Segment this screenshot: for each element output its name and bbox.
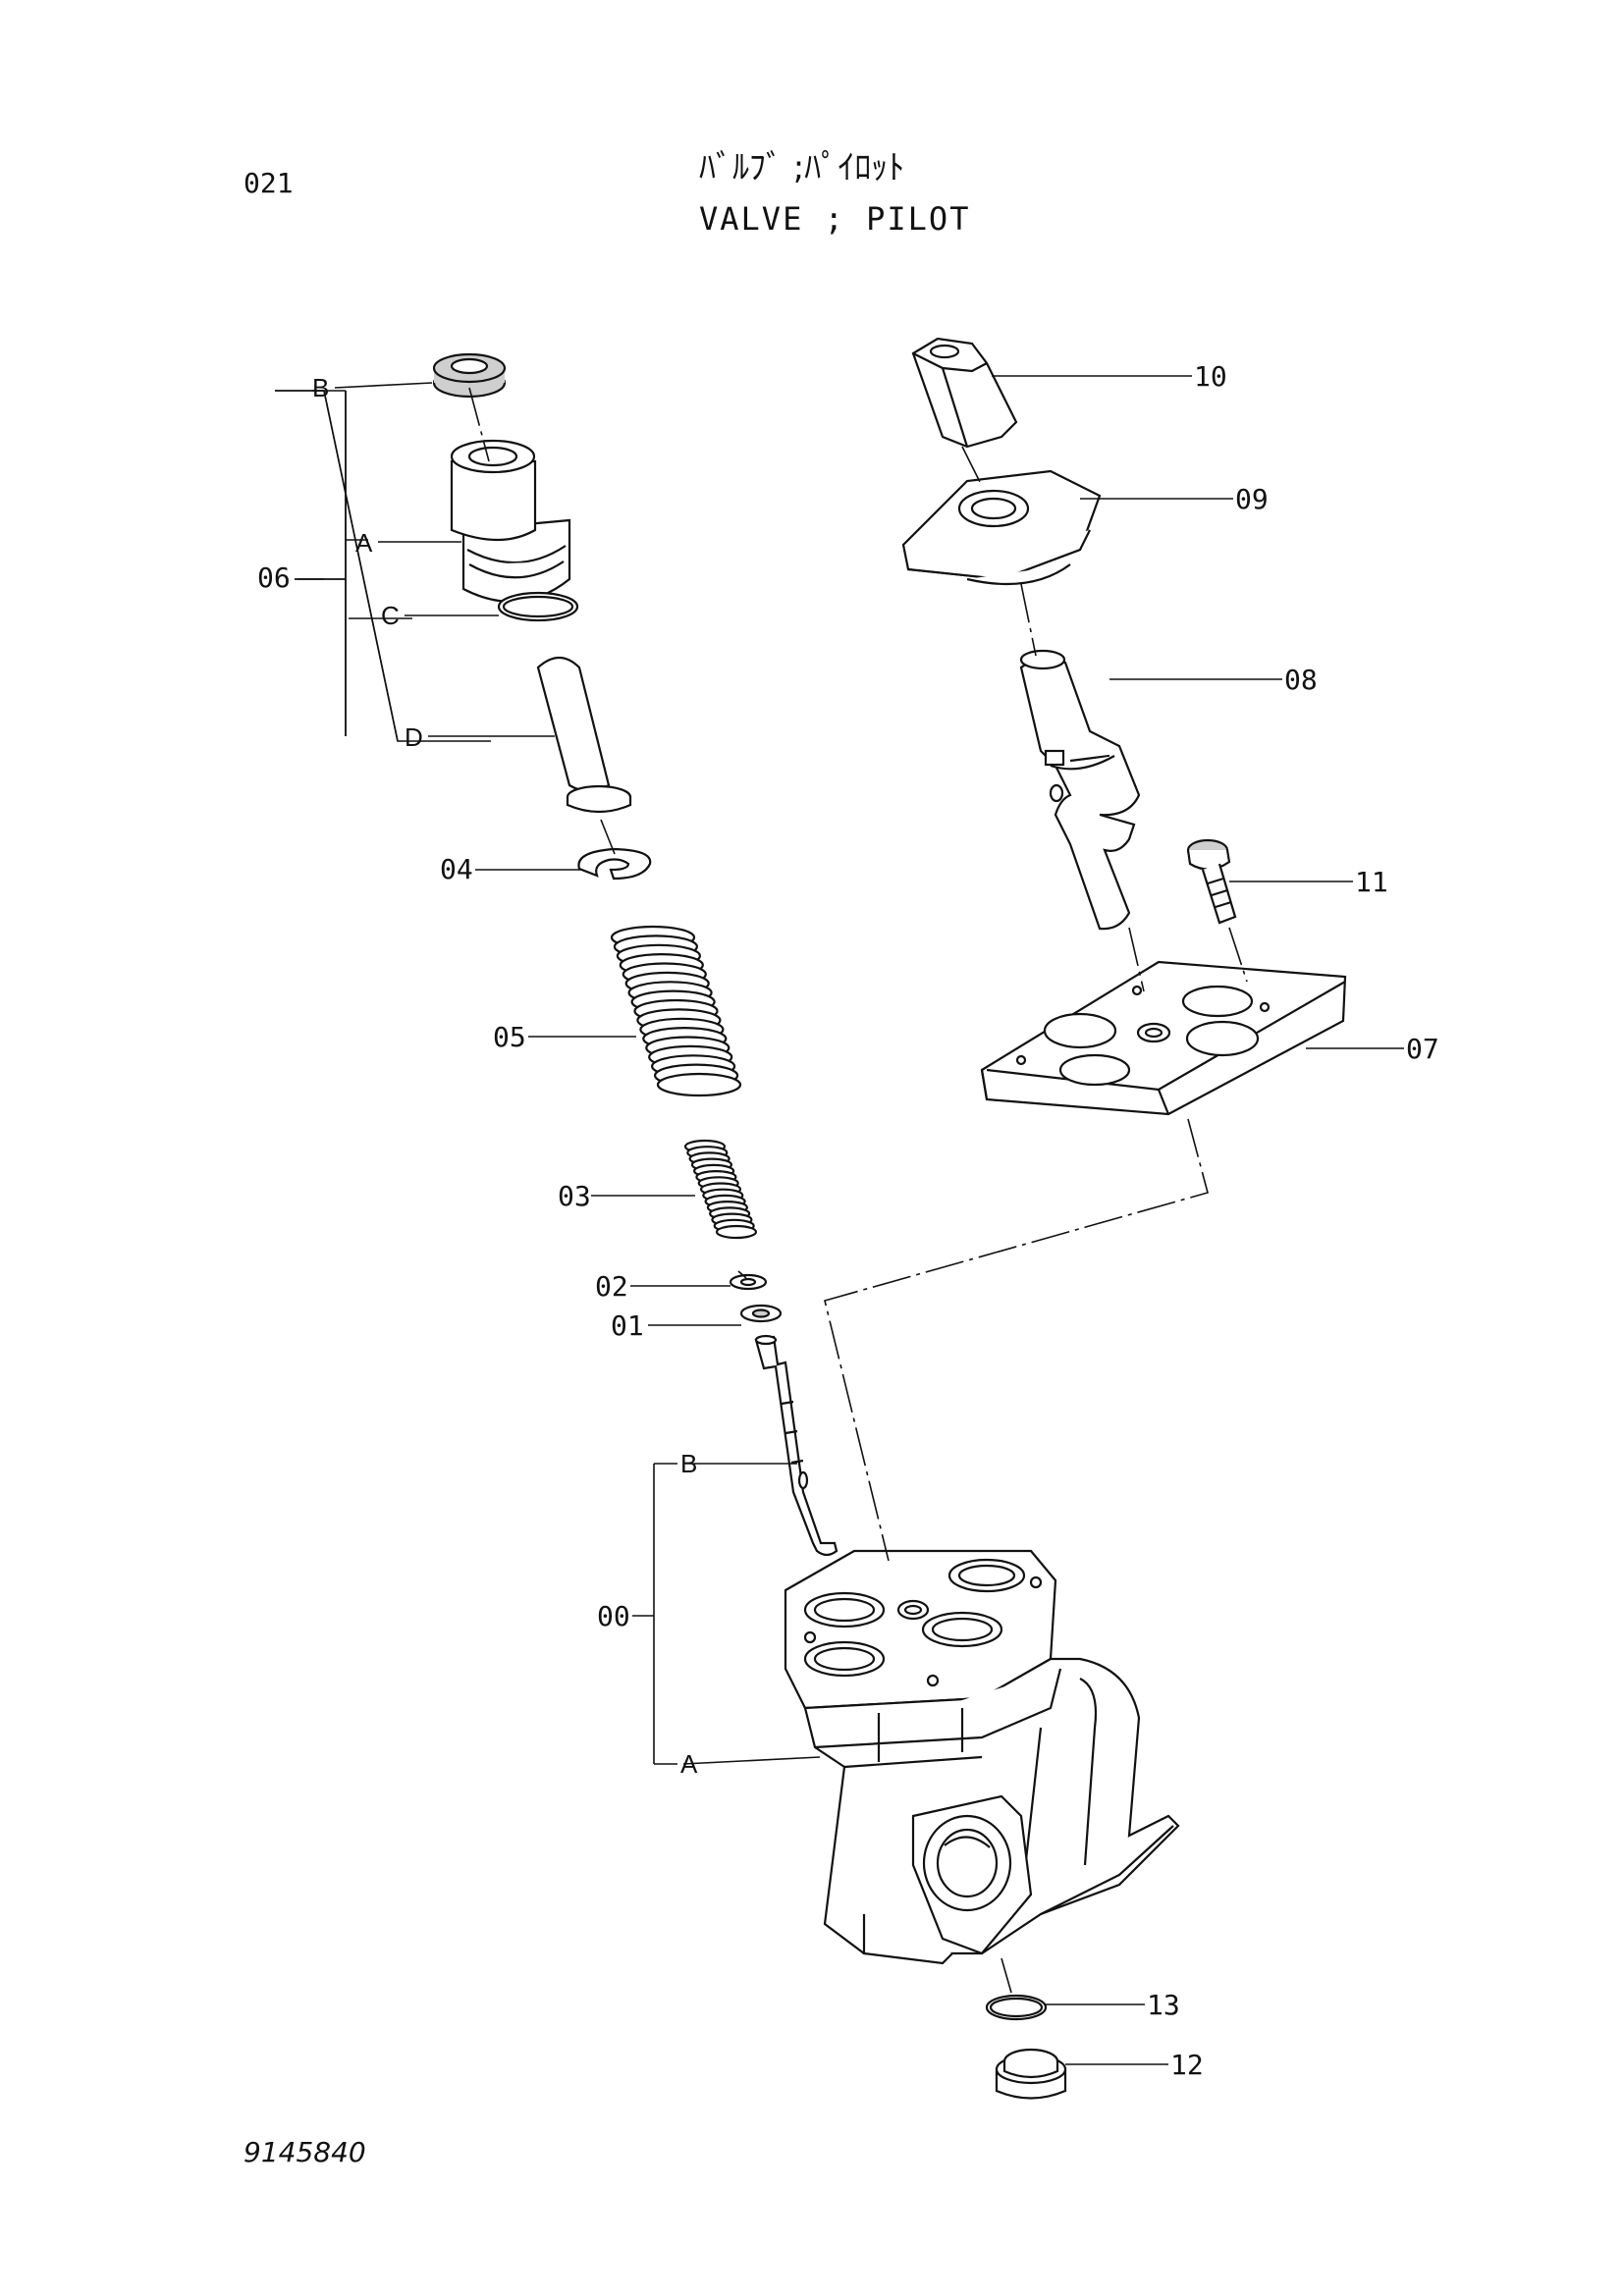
- part-05-outer-spring: [610, 925, 742, 1097]
- drawing-number-text: 9145840: [243, 2136, 366, 2168]
- callout-10: 10: [1194, 360, 1227, 393]
- title-english: VALVE ; PILOT: [699, 200, 970, 238]
- part-10-hex-adaptor: [911, 337, 1018, 449]
- part-02-washer: [729, 1273, 768, 1291]
- spring-coil: [715, 1224, 758, 1240]
- callout-13: 13: [1147, 1989, 1180, 2021]
- callout-12: 12: [1170, 2049, 1204, 2081]
- part-01-washer: [739, 1304, 783, 1323]
- part-06C-o-ring: [497, 591, 579, 622]
- part-06A-sleeve: [450, 439, 571, 603]
- label-06B: B: [312, 373, 329, 402]
- page-code: 021: [243, 167, 294, 199]
- callout-08: 08: [1284, 664, 1318, 696]
- label-00B: B: [680, 1449, 697, 1478]
- spring-coil: [656, 1072, 742, 1097]
- part-09-flange: [901, 469, 1102, 586]
- part-06B-seal-cap: [432, 352, 507, 399]
- callout-05: 05: [493, 1021, 526, 1053]
- callout-01: 01: [611, 1309, 644, 1342]
- part-13-o-ring: [985, 1994, 1048, 2021]
- title-japanese: ﾊﾞﾙﾌﾞ ;ﾊﾟｲﾛｯﾄ: [699, 148, 904, 187]
- callout-09: 09: [1235, 483, 1269, 515]
- callout-11: 11: [1355, 866, 1388, 898]
- callout-06: 06: [257, 561, 291, 594]
- bracket-06: [275, 390, 491, 742]
- callout-00: 00: [597, 1600, 630, 1632]
- callout-03: 03: [558, 1180, 591, 1212]
- label-06A: A: [355, 528, 373, 558]
- label-00A: A: [680, 1749, 698, 1779]
- part-11-cap-screw: [1186, 838, 1237, 925]
- label-06C: C: [381, 601, 400, 630]
- centerline-plate-to-body: [824, 1118, 1209, 1562]
- callout-07: 07: [1406, 1033, 1439, 1065]
- part-03-inner-spring: [683, 1139, 758, 1240]
- label-06D: D: [405, 722, 423, 752]
- part-06D-plunger: [536, 656, 632, 814]
- part-00A-valve-body: [784, 1549, 1180, 1965]
- centerline-left-stack: [468, 387, 490, 462]
- part-12-plug: [995, 2048, 1067, 2100]
- drawing-number: 9145840: [243, 2136, 366, 2168]
- callout-02: 02: [595, 1270, 628, 1303]
- callout-04: 04: [440, 853, 473, 885]
- part-08-adjust-screw: [1019, 649, 1141, 931]
- part-04-retainer: [577, 847, 652, 881]
- part-00B-spool: [754, 1334, 839, 1557]
- part-07-gasket-plate: [980, 960, 1347, 1116]
